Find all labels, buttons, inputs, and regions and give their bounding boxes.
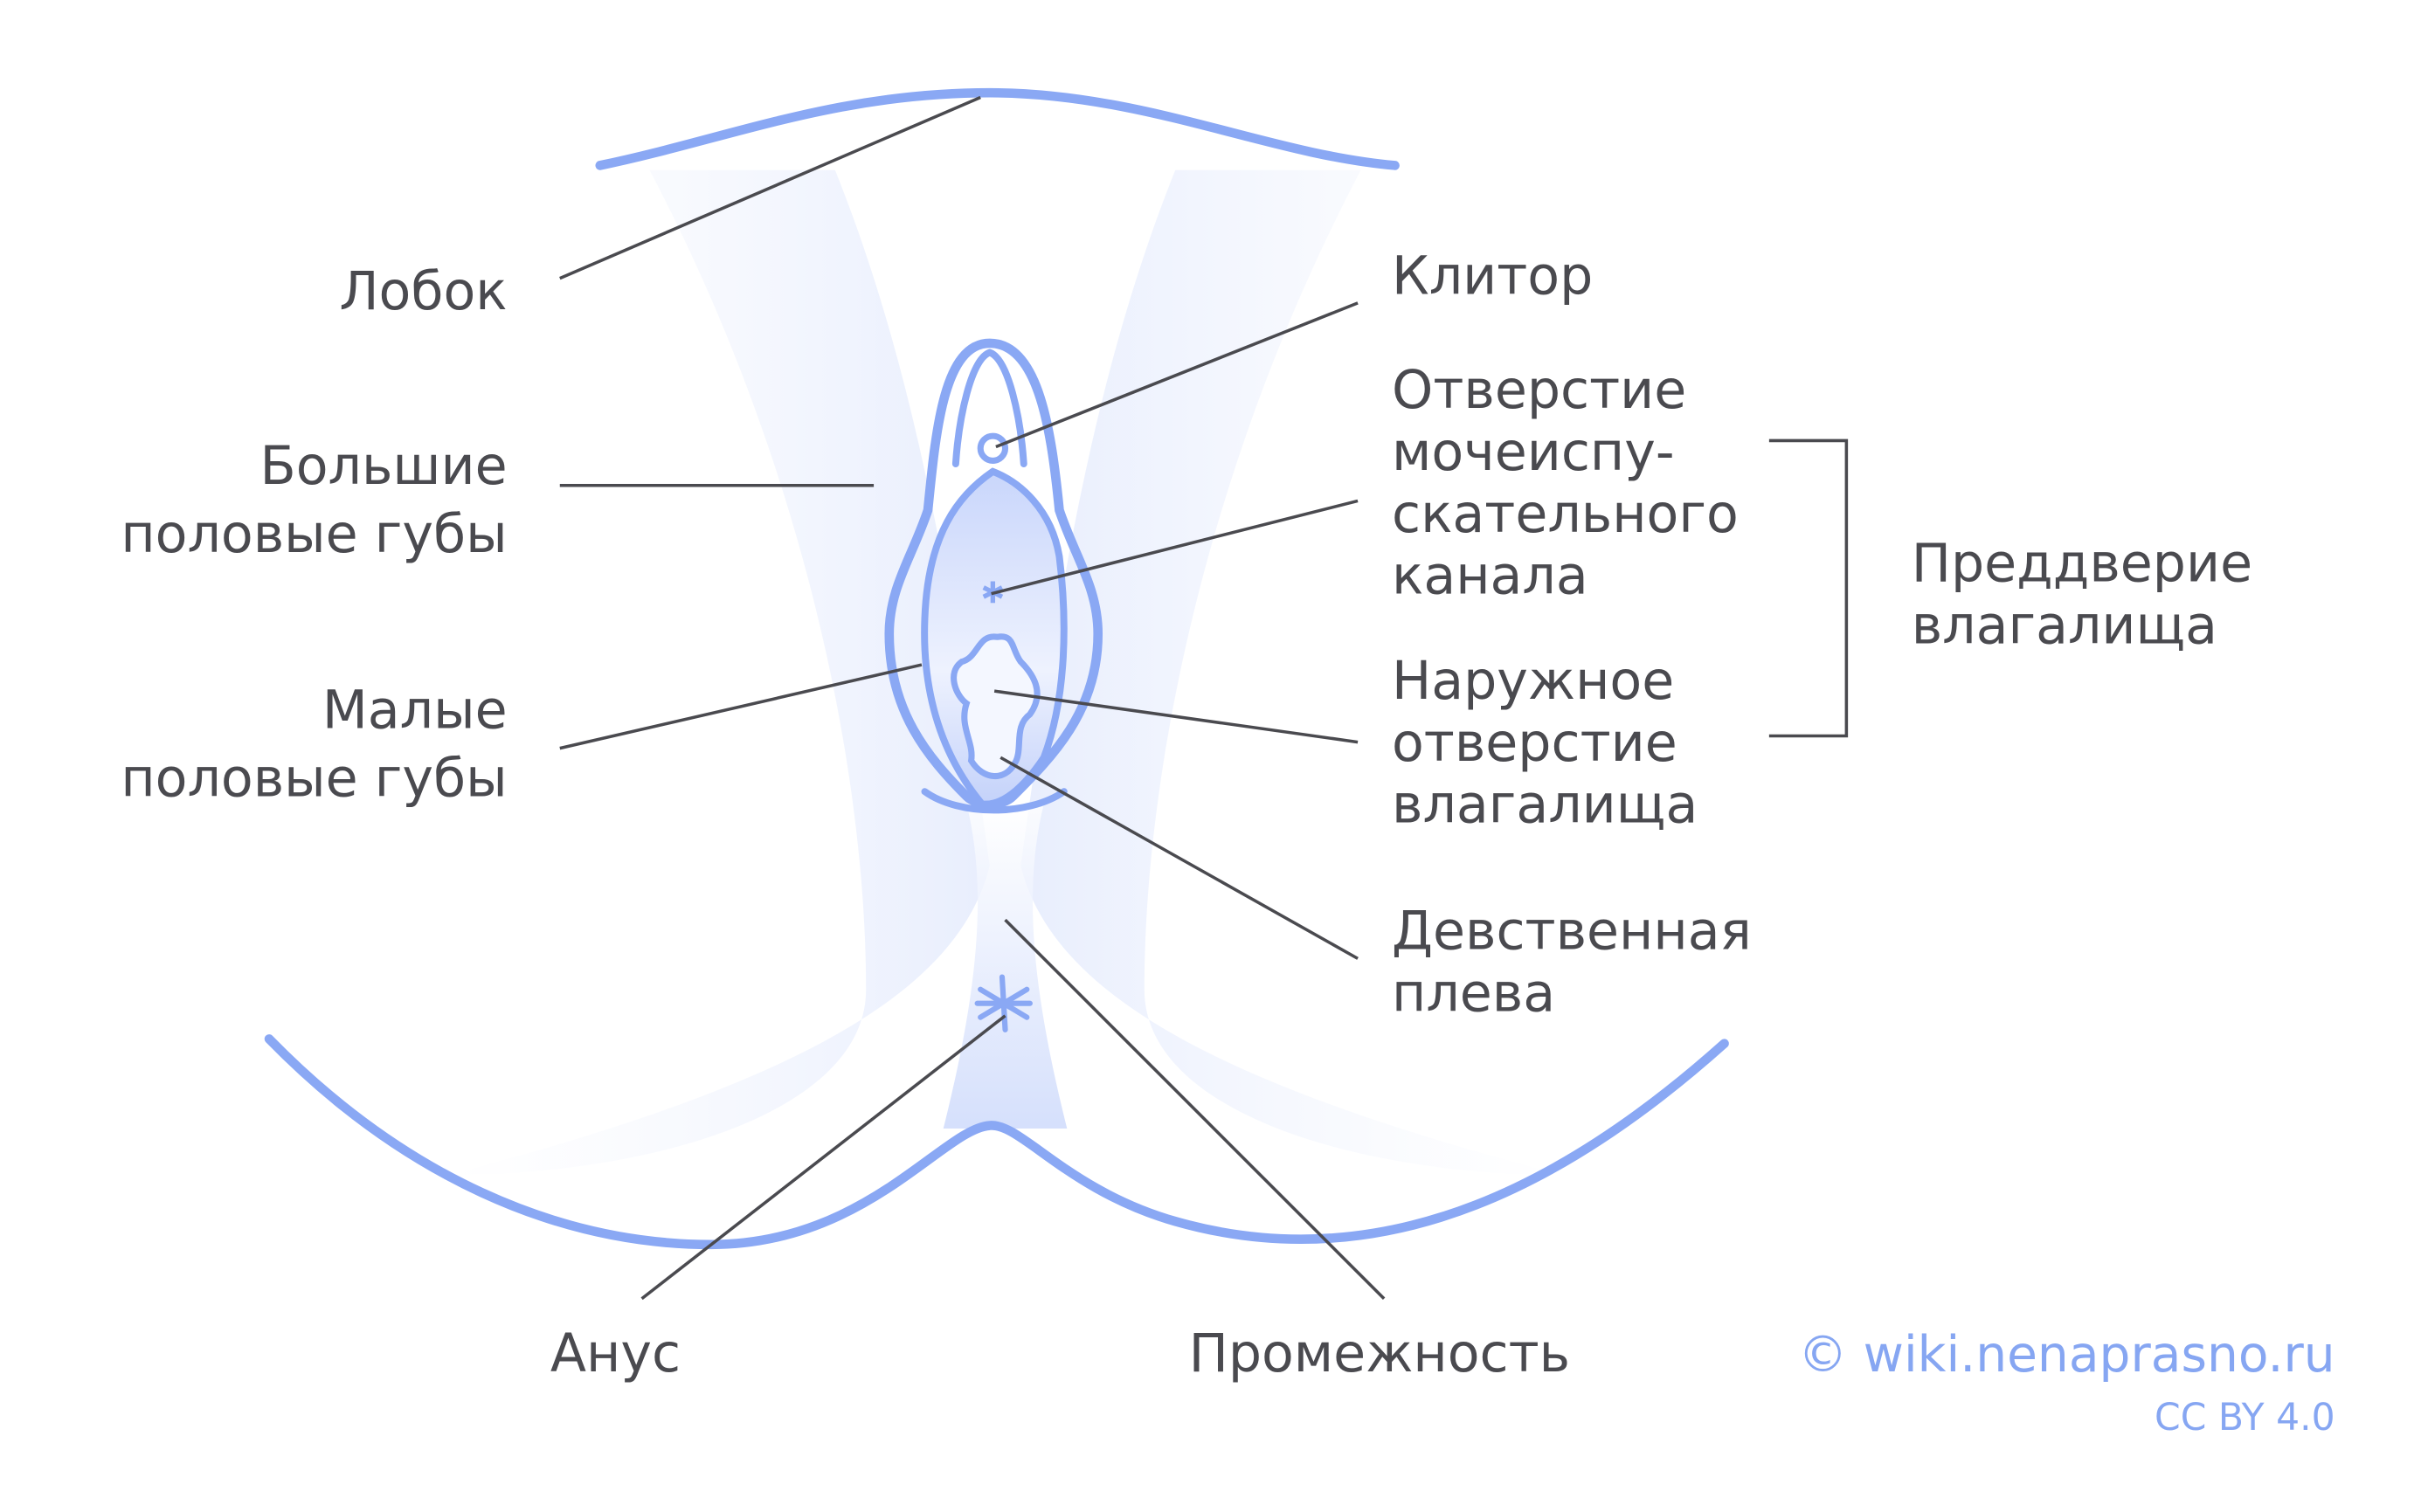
label-urethra-3: скательного xyxy=(1392,484,1739,545)
label-hymen-2: плева xyxy=(1392,963,1555,1025)
label-vestibule-2: влагалища xyxy=(1912,595,2217,656)
vulva-illustration xyxy=(884,338,1103,1032)
body-shading xyxy=(448,169,1562,1176)
label-urethra-4: канала xyxy=(1392,546,1588,607)
label-vestibule-1: Преддверие xyxy=(1912,533,2252,594)
thighs-contour xyxy=(264,1034,1729,1250)
label-hymen-1: Девственная xyxy=(1392,901,1752,963)
label-clitoris: Клитор xyxy=(1392,245,1593,307)
label-vagina-3: влагалища xyxy=(1392,775,1698,836)
label-labia-majora-1: Большие xyxy=(259,436,507,497)
clitoris-glyph xyxy=(977,432,1009,464)
label-labia-minora-2: половые губы xyxy=(121,749,507,810)
label-labia-majora-2: половые губы xyxy=(121,504,507,565)
anus-glyph xyxy=(974,974,1033,1032)
label-urethra-2: мочеиспу- xyxy=(1392,422,1675,483)
label-perineum: Промежность xyxy=(1189,1323,1571,1384)
credit-license: CC BY 4.0 xyxy=(2155,1397,2335,1440)
label-pubis: Лобок xyxy=(339,261,507,322)
leader-lines xyxy=(559,95,1849,1301)
label-anus: Анус xyxy=(550,1323,681,1384)
credit-site[interactable]: © wiki.nenaprasno.ru xyxy=(1798,1326,2335,1384)
label-urethra-1: Отверстие xyxy=(1392,360,1686,421)
label-labia-minora-1: Малые xyxy=(322,680,508,742)
label-vagina-2: отверстие xyxy=(1392,713,1677,774)
label-vagina-1: Наружное xyxy=(1392,651,1674,712)
pubis-contour xyxy=(595,87,1400,170)
hymen-glyph xyxy=(951,633,1041,779)
